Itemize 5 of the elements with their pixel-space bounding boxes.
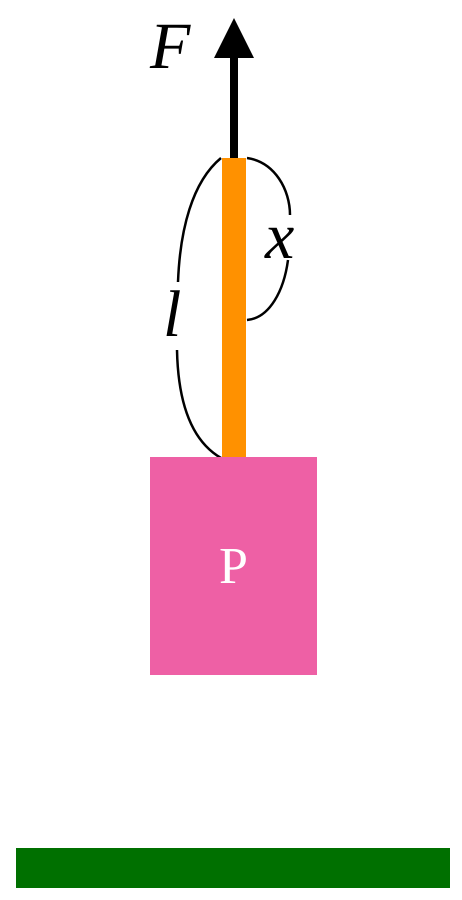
mass-block: P [150,457,317,675]
extension-label: x [265,204,294,270]
rod [222,158,246,458]
force-label: F [150,14,190,80]
length-label: l [163,282,182,348]
